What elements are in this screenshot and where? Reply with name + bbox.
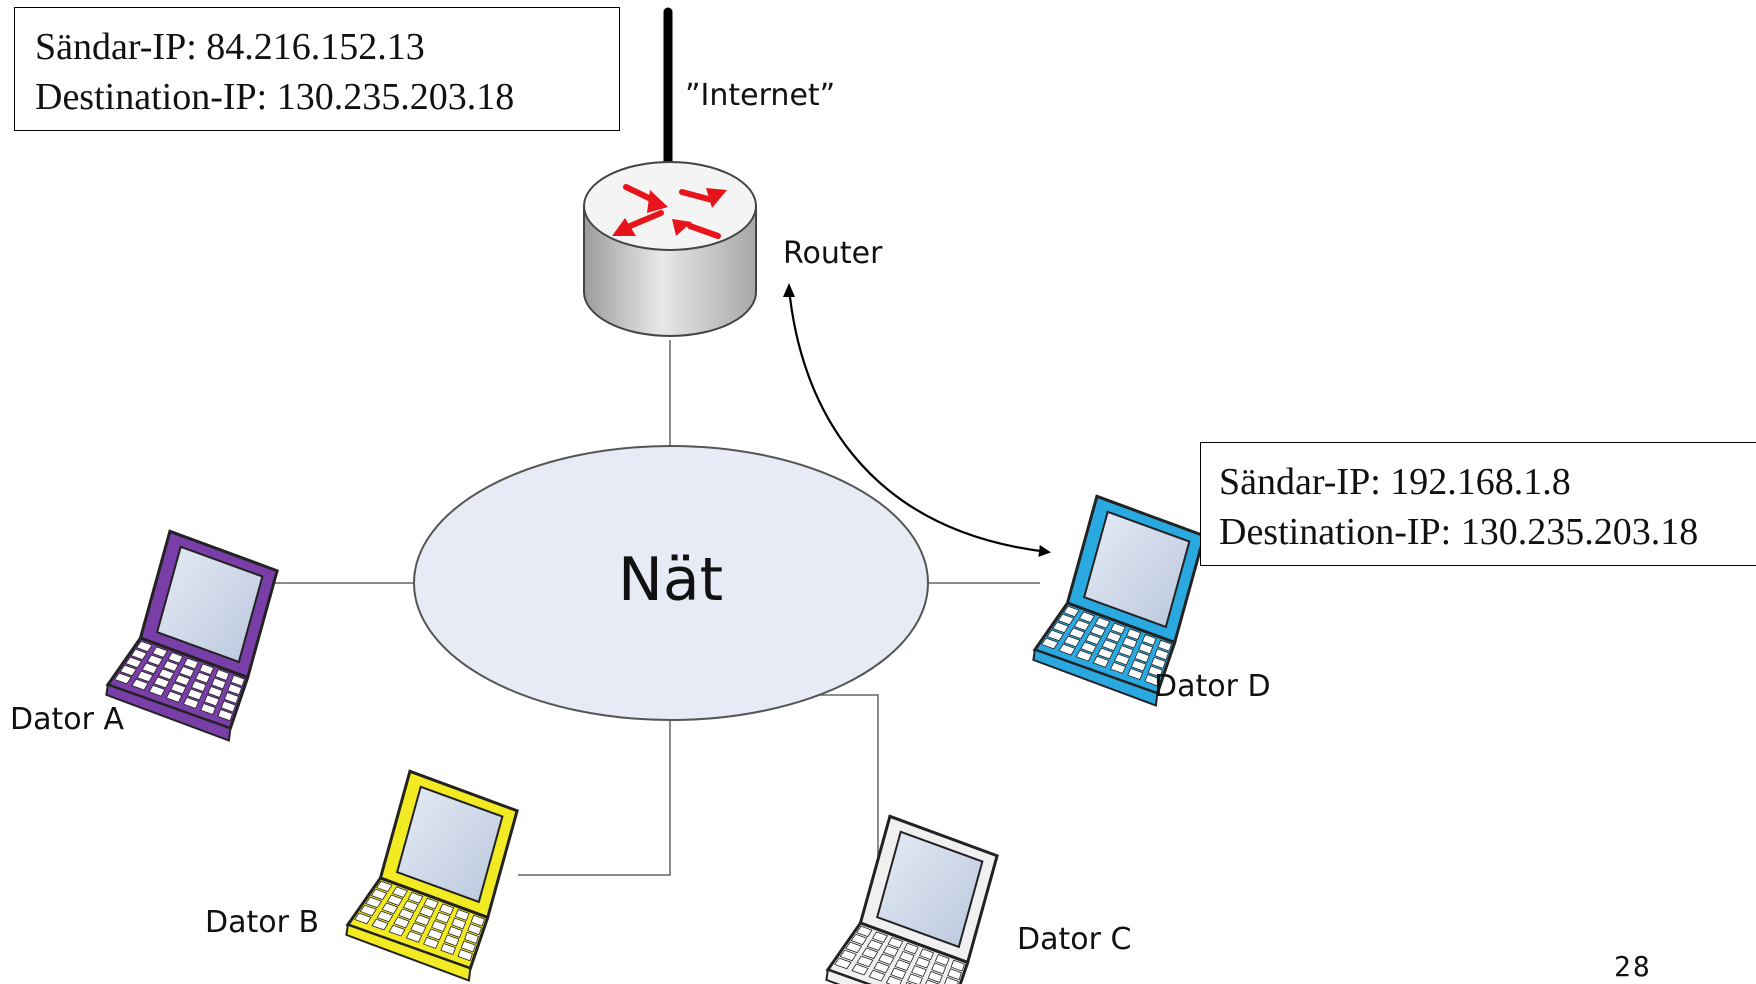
- router-dator-d-arrow: [787, 287, 1051, 557]
- dator-c-label: Dator C: [1017, 922, 1132, 957]
- laptop-keyboard: [834, 925, 965, 984]
- link-c-net: [812, 694, 879, 875]
- laptop-icon: [345, 769, 519, 982]
- laptop-icon: [105, 529, 279, 742]
- laptop-keyboard: [1041, 605, 1172, 687]
- network-ellipse: [413, 445, 929, 721]
- sender-ip-text: Sändar-IP: 192.168.1.8: [1219, 461, 1571, 503]
- connection-lines: [255, 340, 1040, 876]
- router-label: Router: [783, 236, 883, 271]
- destination-ip-text: Destination-IP: 130.235.203.18: [35, 76, 515, 118]
- laptop-base: [825, 921, 970, 984]
- laptop-screen: [155, 545, 264, 664]
- laptop-screen: [395, 785, 504, 904]
- router-icon: [583, 161, 757, 337]
- laptop-icon: [1032, 494, 1206, 707]
- laptop-icon: [825, 814, 999, 984]
- dator-d-label: Dator D: [1154, 669, 1271, 704]
- arrow-head-up: [783, 283, 795, 297]
- sender-ip-text: Sändar-IP: 84.216.152.13: [35, 26, 425, 68]
- laptop-keyboard: [114, 640, 245, 722]
- destination-ip-text: Destination-IP: 130.235.203.18: [1219, 511, 1699, 553]
- dator-b-label: Dator B: [205, 905, 320, 940]
- laptop-screen: [1082, 510, 1191, 629]
- link-b-net: [518, 718, 671, 876]
- dator-a-label: Dator A: [10, 702, 124, 737]
- page-number: 28: [1614, 950, 1652, 983]
- router-packet-box: Sändar-IP: 84.216.152.13 Destination-IP:…: [14, 7, 620, 131]
- dator-d-packet-box: Sändar-IP: 192.168.1.8 Destination-IP: 1…: [1200, 442, 1756, 566]
- internet-label: ”Internet”: [685, 78, 836, 113]
- network-label: Nät: [618, 545, 724, 615]
- laptop-screen: [875, 830, 984, 949]
- laptop-keyboard: [354, 880, 485, 962]
